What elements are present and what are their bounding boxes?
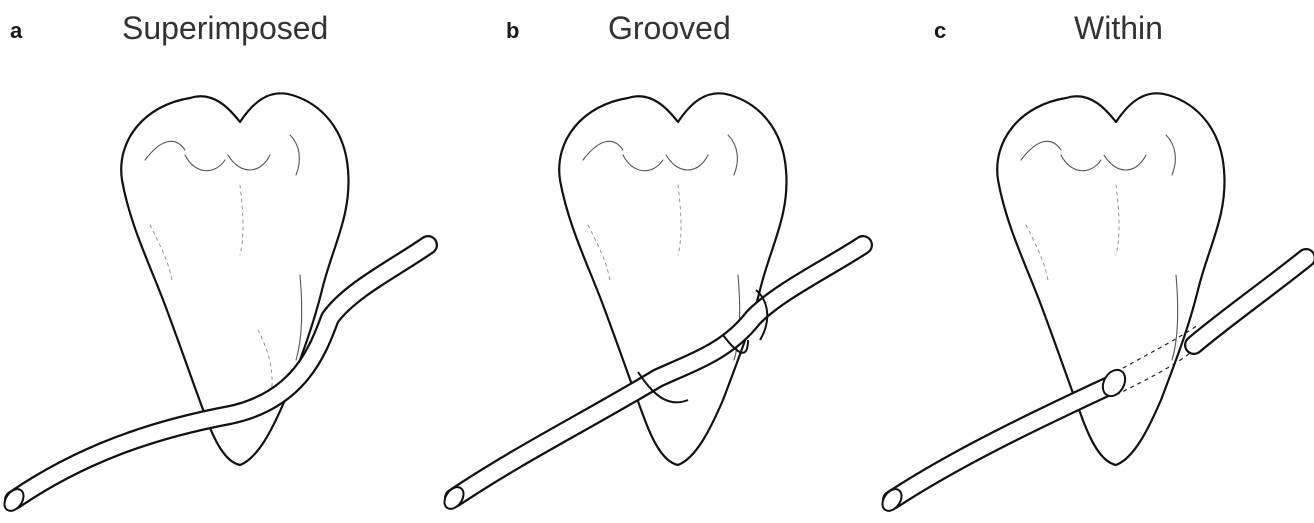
tooth-within-illustration [876,0,1314,523]
panel-grooved: b Grooved [438,0,876,523]
panel-title-grooved: Grooved [608,10,731,47]
panel-letter-b: b [506,18,519,44]
panel-letter-a: a [10,18,22,44]
panel-letter-c: c [934,18,946,44]
tooth-grooved-illustration [438,0,876,523]
tooth-superimposed-illustration [0,0,438,523]
panel-within: c Within [876,0,1314,523]
panel-title-within: Within [1074,10,1163,47]
panel-superimposed: a Superimposed [0,0,438,523]
panel-title-superimposed: Superimposed [122,10,328,47]
